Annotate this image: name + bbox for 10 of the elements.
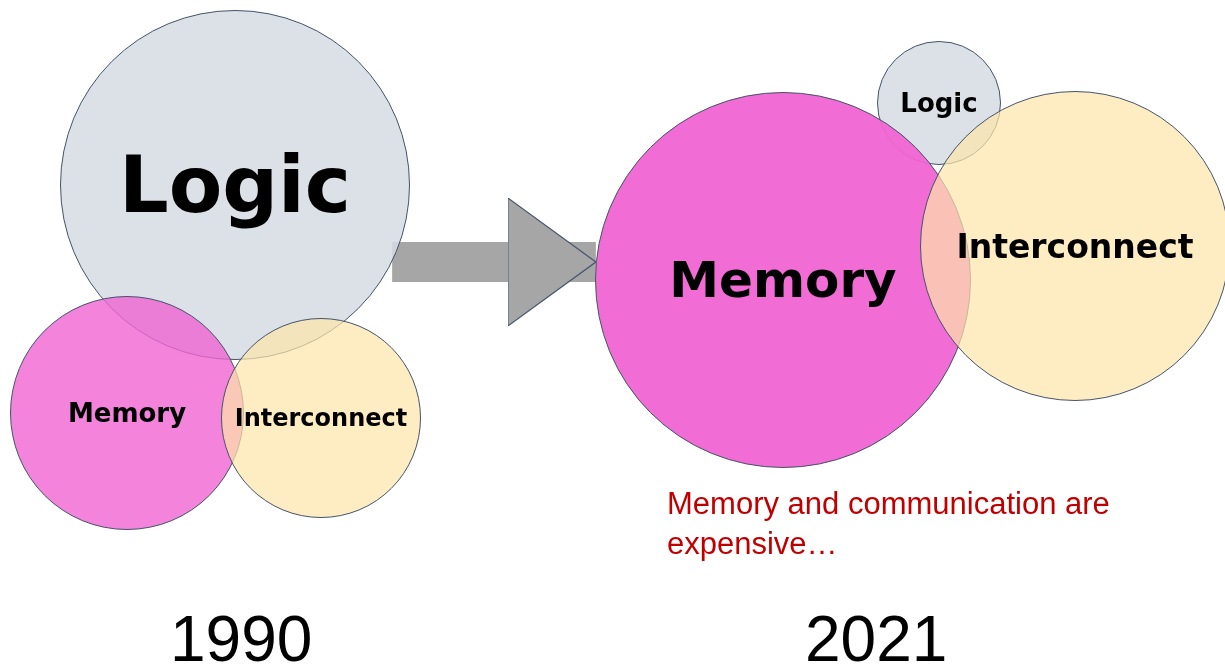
circle-label: Memory bbox=[669, 251, 897, 309]
circle-label: Memory bbox=[67, 398, 187, 428]
circle-label: Interconnect bbox=[234, 404, 408, 432]
year-label: 1990 bbox=[170, 602, 314, 671]
circle-label: Logic bbox=[900, 88, 978, 118]
circle-label: Logic bbox=[118, 140, 352, 230]
year-label: 2021 bbox=[805, 602, 949, 671]
circle-label: Interconnect bbox=[956, 226, 1194, 266]
note-text: Memory and communication are expensive… bbox=[667, 485, 1111, 564]
block-arrow bbox=[392, 197, 597, 327]
